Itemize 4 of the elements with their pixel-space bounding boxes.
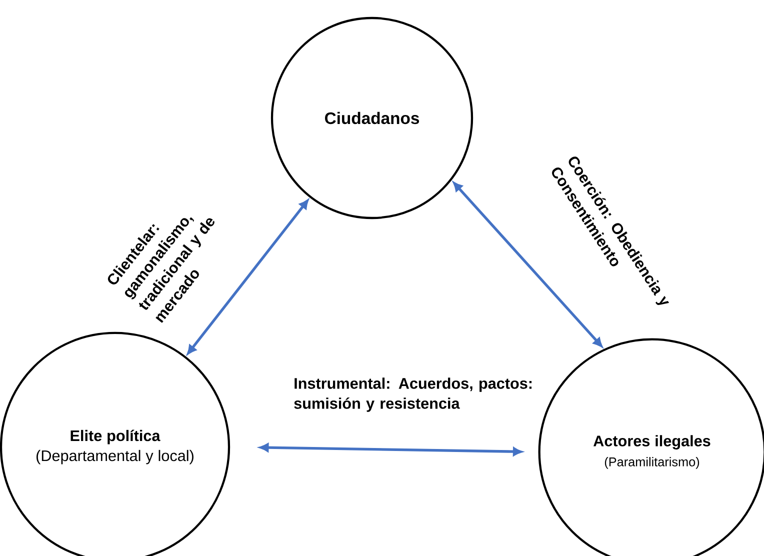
double-arrow [187, 200, 308, 354]
circle-node: Ciudadanos [270, 16, 474, 220]
edge-label: Instrumental: Acuerdos, pactos: sumisión y resistencia [294, 378, 532, 412]
double-arrow [453, 182, 602, 347]
